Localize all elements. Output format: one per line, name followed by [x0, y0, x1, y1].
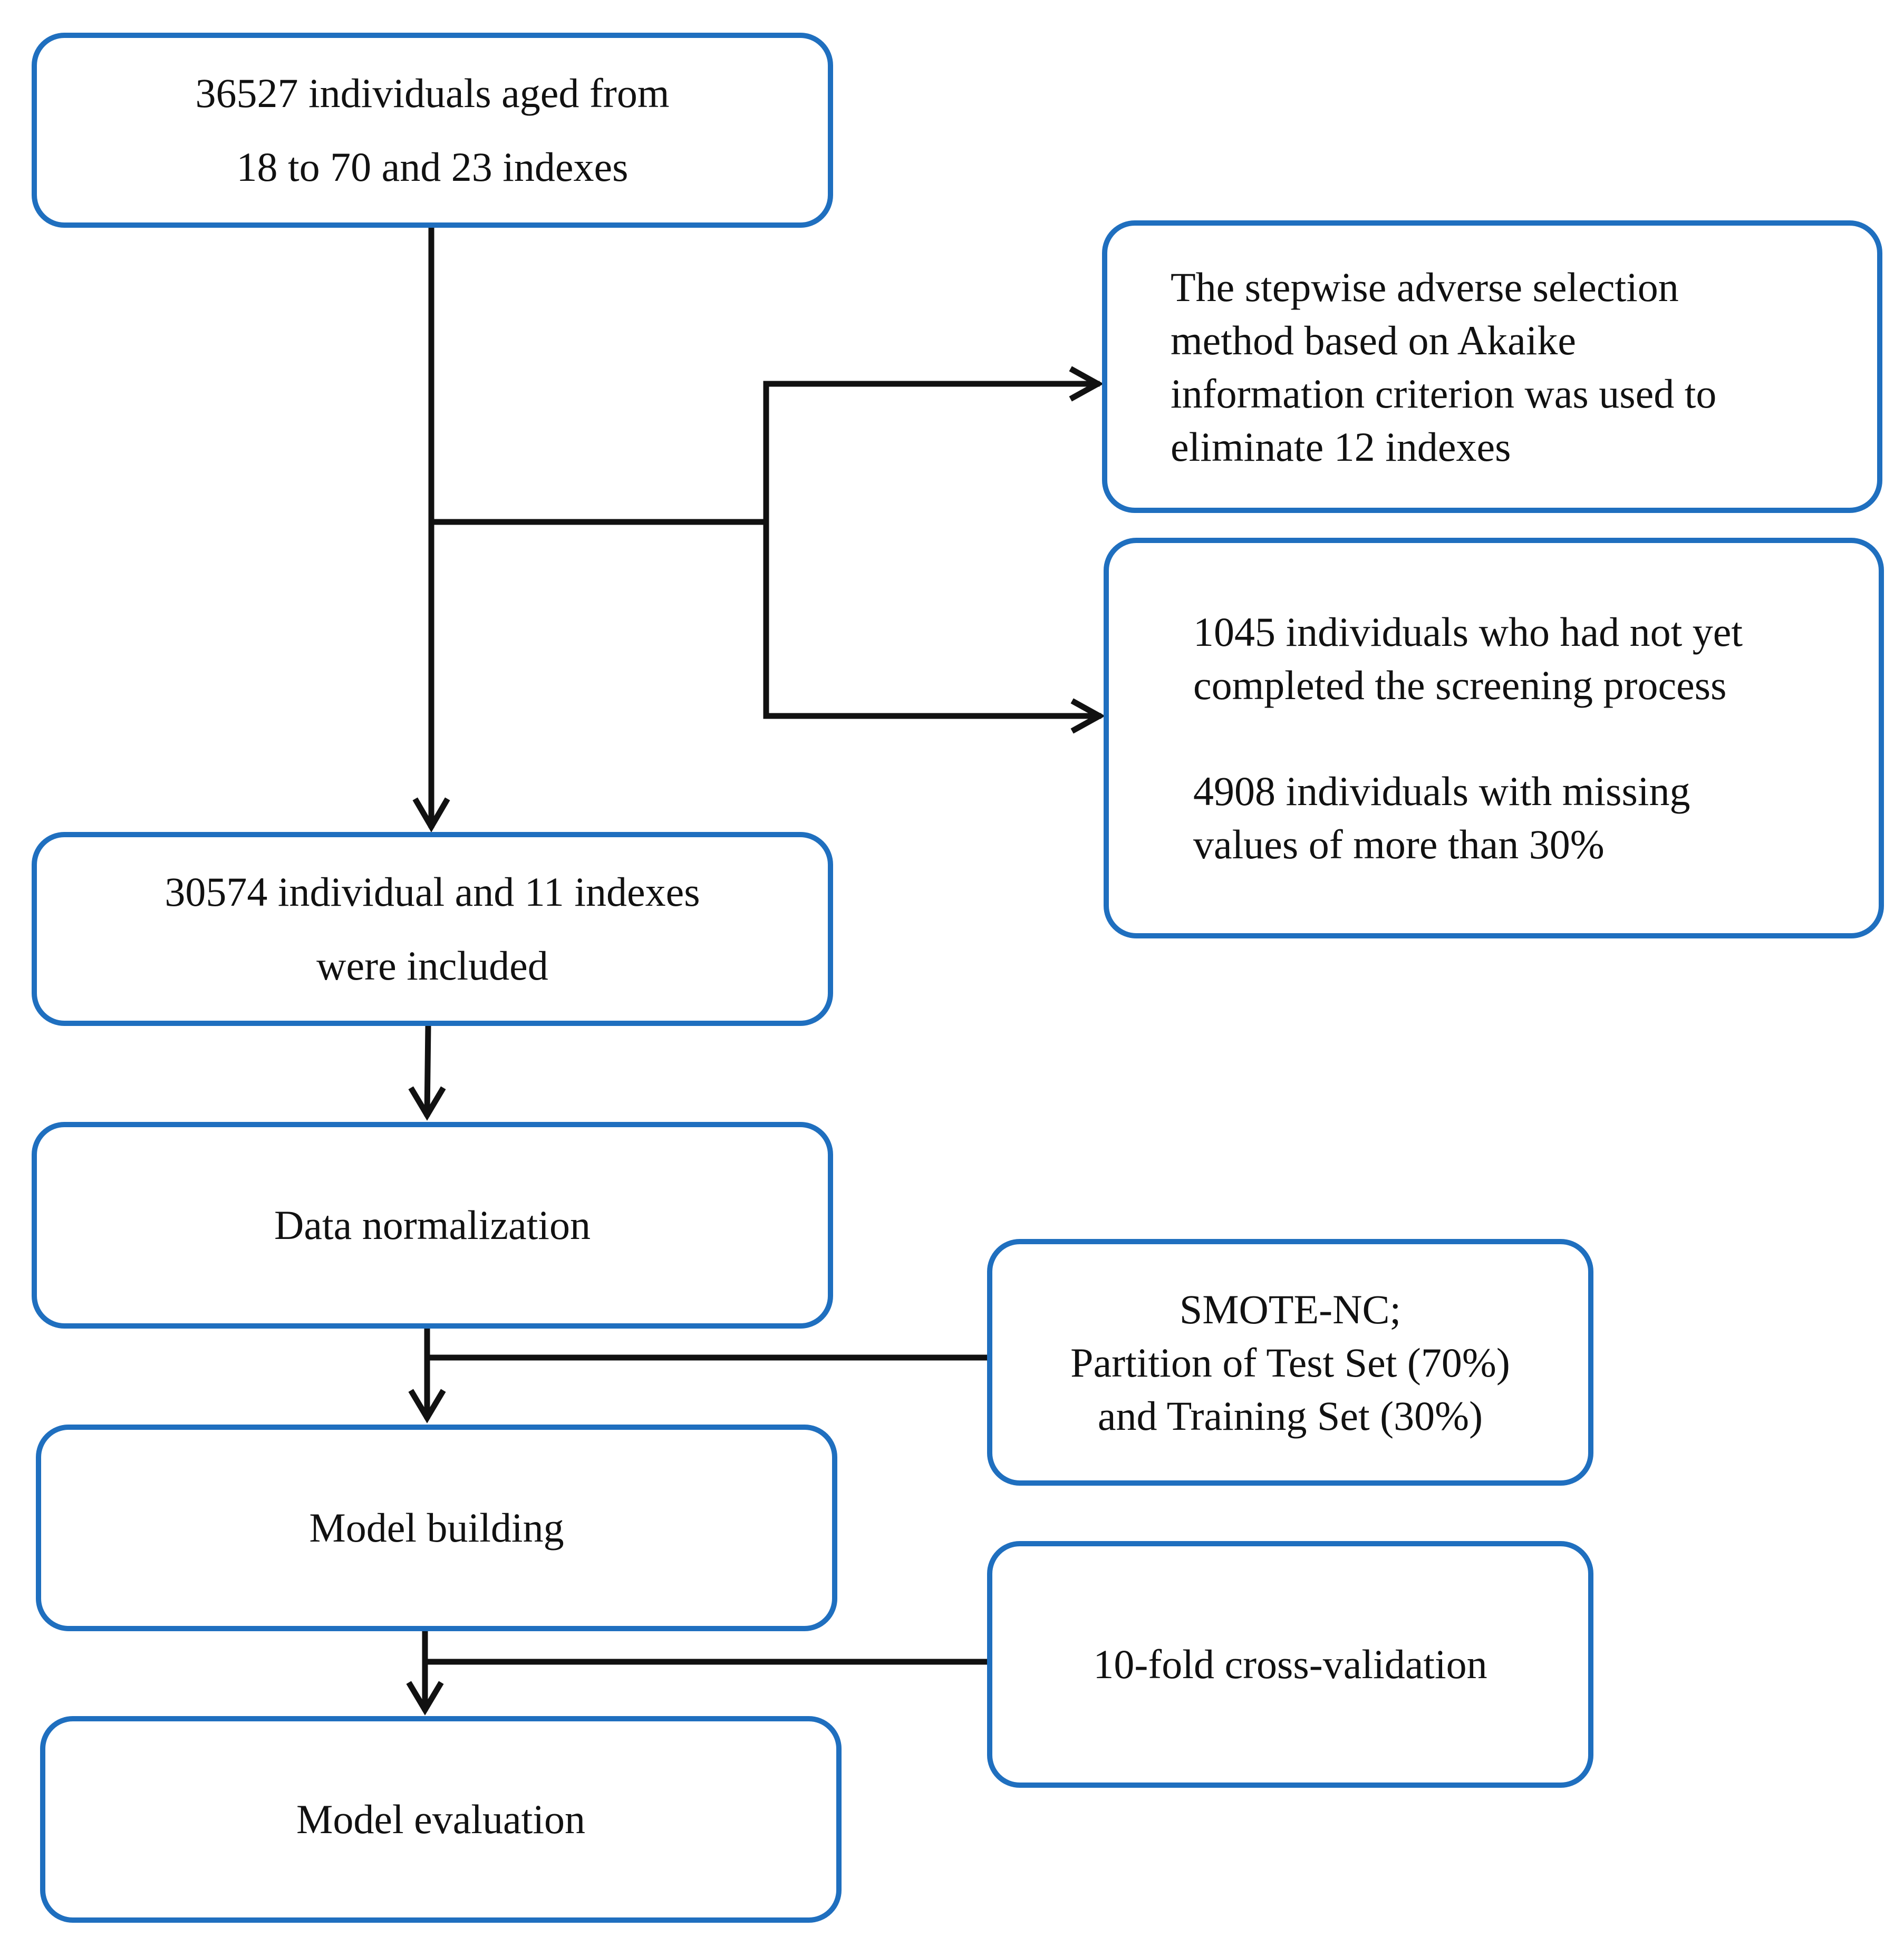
model-evaluation-label: Model evaluation — [296, 1796, 586, 1842]
start-text-line-1: 36527 individuals aged from — [195, 70, 670, 116]
arrowhead-included-to-normalization — [408, 1086, 446, 1121]
aic-text-line-1: The stepwise adverse selection — [1171, 264, 1679, 310]
exclusion-missing-line-1: 4908 individuals with missing — [1193, 768, 1690, 814]
model-building-label: Model building — [309, 1505, 564, 1551]
aic-text-line-4: eliminate 12 indexes — [1171, 423, 1511, 470]
start-population-box: 36527 individuals aged from 18 to 70 and… — [32, 33, 833, 228]
arrowhead-normalization-to-building — [408, 1389, 446, 1423]
smote-text-line-2: Partition of Test Set (70%) — [1070, 1339, 1510, 1386]
exclusion-incomplete-line-1: 1045 individuals who had not yet — [1193, 609, 1743, 655]
aic-text-line-2: method based on Akaike — [1171, 317, 1576, 363]
included-population-box: 30574 individual and 11 indexes were inc… — [32, 832, 833, 1026]
model-evaluation-box: Model evaluation — [40, 1716, 842, 1923]
aic-exclusion-box: The stepwise adverse selection method ba… — [1102, 220, 1882, 513]
arrowhead-to-aic-box — [1069, 366, 1104, 402]
sample-exclusion-box: 1045 individuals who had not yet complet… — [1104, 538, 1884, 938]
smote-partition-box: SMOTE-NC; Partition of Test Set (70%) an… — [987, 1239, 1593, 1486]
data-normalization-box: Data normalization — [32, 1122, 833, 1329]
start-text-line-2: 18 to 70 and 23 indexes — [236, 144, 629, 190]
smote-text-line-1: SMOTE-NC; — [1179, 1286, 1402, 1332]
included-text-line-2: were included — [316, 943, 548, 989]
arrowhead-building-to-evaluation — [406, 1681, 444, 1716]
model-building-box: Model building — [36, 1425, 837, 1631]
cross-validation-box: 10-fold cross-validation — [987, 1541, 1593, 1788]
normalization-label: Data normalization — [274, 1202, 591, 1248]
arrowhead-start-to-included — [412, 797, 450, 832]
included-text-line-1: 30574 individual and 11 indexes — [165, 869, 700, 915]
cross-validation-label: 10-fold cross-validation — [1093, 1641, 1487, 1687]
exclusion-incomplete-line-2: completed the screening process — [1193, 662, 1727, 708]
connector-included-to-normalization — [424, 1023, 431, 1117]
arrowhead-to-exclusion-box — [1070, 698, 1106, 734]
exclusion-missing-line-2: values of more than 30% — [1193, 821, 1605, 867]
smote-text-line-3: and Training Set (30%) — [1097, 1392, 1483, 1439]
aic-text-line-3: information criterion was used to — [1171, 370, 1717, 416]
